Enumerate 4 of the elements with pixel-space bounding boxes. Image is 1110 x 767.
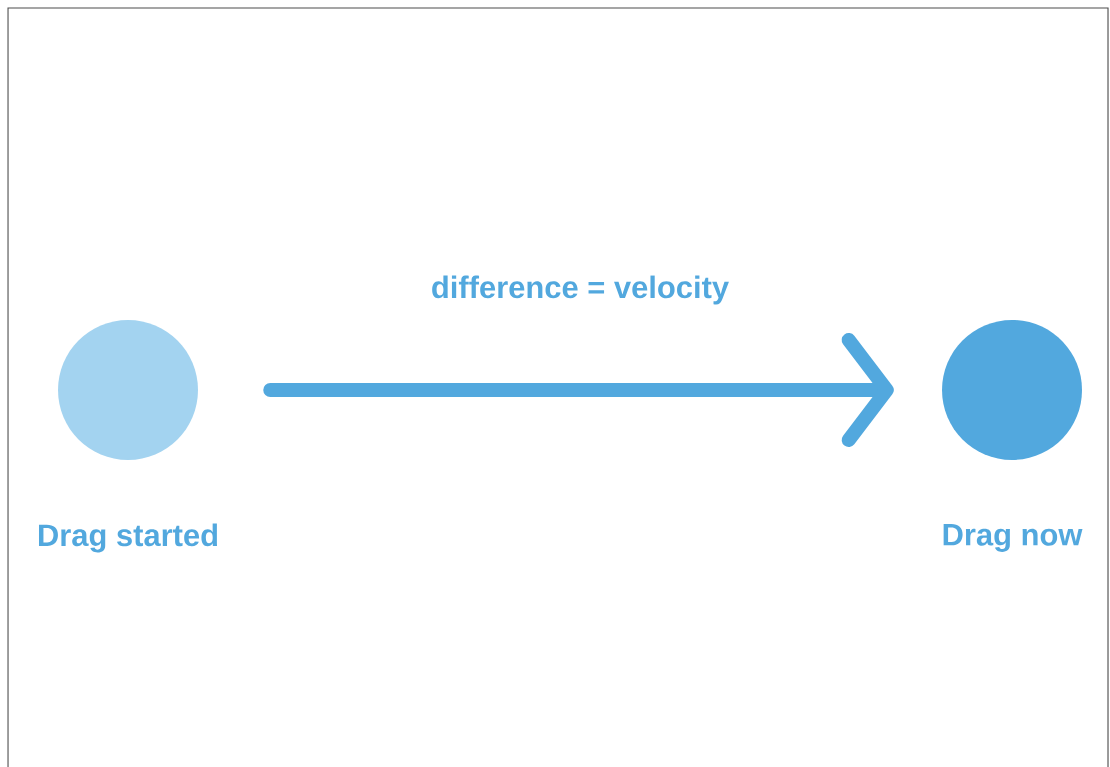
arrow xyxy=(263,332,894,447)
edge-label: difference = velocity xyxy=(428,272,732,308)
node-label: Drag started xyxy=(39,523,217,553)
node-label: Drag now xyxy=(943,524,1083,552)
